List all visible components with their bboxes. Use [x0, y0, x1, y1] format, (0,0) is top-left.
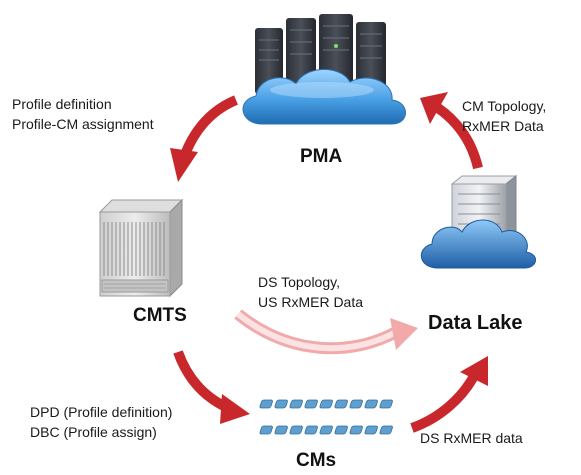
arrow-lake-to-pma	[420, 92, 483, 170]
edge-label-cmts-cms: DPD (Profile definition) DBC (Profile as…	[30, 402, 172, 442]
edge-label-pma-cmts: Profile definition Profile-CM assignment	[12, 94, 154, 134]
edge-label-line: RxMER Data	[462, 118, 544, 134]
arrow-cms-to-lake	[410, 356, 488, 433]
edge-label-lake-pma: CM Topology, RxMER Data	[462, 96, 546, 136]
edge-label-line: Profile definition	[12, 96, 112, 112]
edge-label-line: DBC (Profile assign)	[30, 424, 157, 440]
edge-label-line: US RxMER Data	[258, 294, 364, 310]
cm-modems-icon	[259, 399, 393, 435]
arrow-pma-to-cmts	[170, 95, 239, 182]
node-label-cmts: CMTS	[133, 305, 187, 326]
node-label-data-lake: Data Lake	[428, 312, 523, 334]
edge-label-cms-lake: DS RxMER data	[420, 428, 523, 448]
data-lake-cloud-icon	[421, 219, 536, 269]
edge-label-line: DPD (Profile definition)	[30, 404, 173, 420]
edge-label-line: CM Topology,	[462, 98, 547, 114]
edge-label-line: DS Topology,	[258, 274, 340, 290]
node-label-pma: PMA	[300, 146, 343, 167]
edge-label-line: Profile-CM assignment	[12, 116, 154, 132]
arrow-cmts-to-cms	[173, 350, 250, 424]
node-label-cms: CMs	[296, 450, 337, 471]
edge-label-line: DS RxMER data	[420, 430, 523, 446]
arrow-cmts-to-lake	[234, 309, 418, 355]
pma-cloud-icon	[242, 69, 406, 125]
edge-label-cmts-lake: DS Topology, US RxMER Data	[258, 272, 363, 312]
cmts-chassis-icon	[98, 198, 184, 298]
